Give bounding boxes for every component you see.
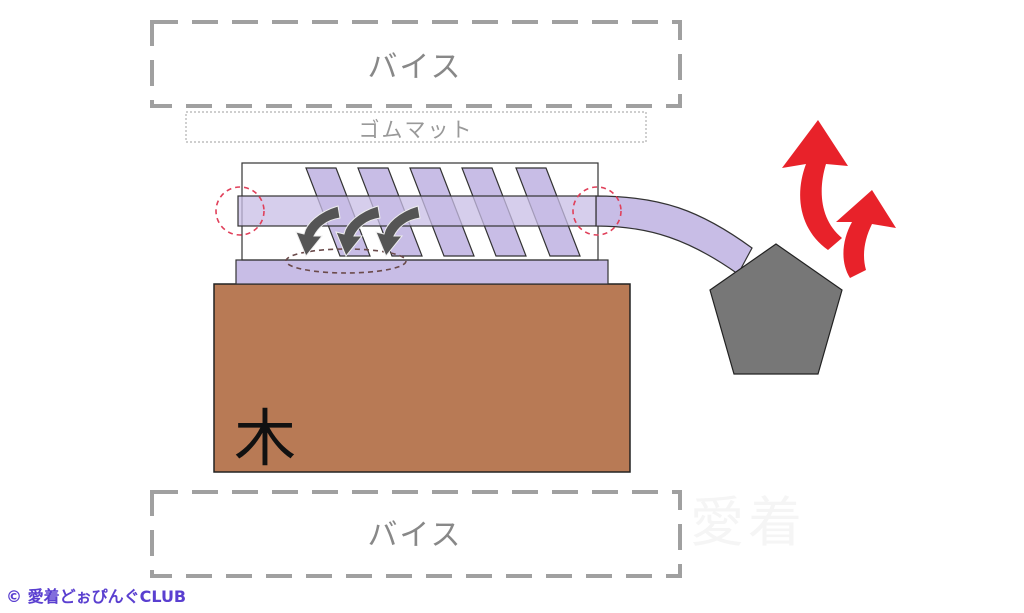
wire-curve xyxy=(595,195,753,275)
curved-arrow-2 xyxy=(335,205,381,257)
vise-bottom-box xyxy=(150,490,682,578)
wood-label: 木 xyxy=(234,402,297,475)
pentagon-icon xyxy=(709,243,843,375)
copyright-credit: © 愛着どぉぴんぐCLUB xyxy=(6,587,187,606)
vise-bottom-label: バイス xyxy=(367,518,463,553)
rubber-mat-label: ゴムマット xyxy=(358,118,474,142)
watermark-logo: 愛着 xyxy=(690,491,806,554)
vise-top-label: バイス xyxy=(367,50,463,85)
base-plate xyxy=(235,259,609,285)
curved-arrow-up-icon xyxy=(782,120,896,278)
curved-arrow-icon xyxy=(295,205,421,257)
vise-top-box xyxy=(150,20,682,108)
wood-block xyxy=(213,283,631,473)
curved-arrow-3 xyxy=(375,205,421,257)
red-arrow-small xyxy=(836,190,896,278)
pressure-area-ellipse xyxy=(285,248,407,274)
red-arrow-large xyxy=(782,120,848,250)
curved-arrow-1 xyxy=(295,205,341,257)
highlight-circle-left xyxy=(215,186,265,236)
rubber-mat-box xyxy=(185,111,647,143)
highlight-circle-right xyxy=(572,186,622,236)
